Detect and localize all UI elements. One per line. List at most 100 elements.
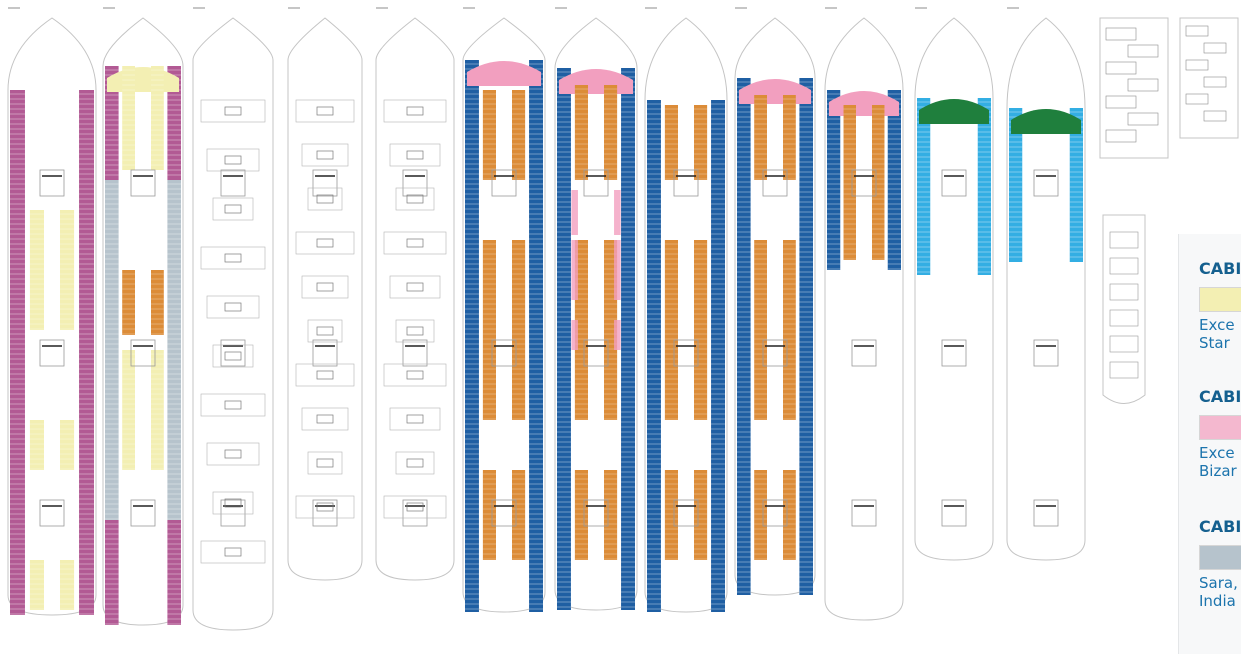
deck-5-venue-7 xyxy=(389,407,441,431)
deck-7-starboard-cabins-0 xyxy=(621,68,635,610)
deck-7 xyxy=(554,7,638,611)
deck-4-venue-0 xyxy=(295,99,355,123)
deck-3-venue-4 xyxy=(206,295,260,319)
deck-9-stair-core-2 xyxy=(762,499,788,527)
deck-12-stair-core-1 xyxy=(1033,339,1059,367)
deck-1-inner-cabins-1-1 xyxy=(60,420,75,470)
deck-5-venue-9 xyxy=(383,495,447,519)
deck-5-caption xyxy=(376,7,388,9)
deck-11-bow-suites xyxy=(919,99,989,124)
deck-7-stair-core-2 xyxy=(583,499,609,527)
deck-1-inner-cabins-1-0 xyxy=(29,420,44,470)
deck-7-inner-cabins-2-0 xyxy=(574,470,588,560)
deck-12-caption xyxy=(1007,7,1019,9)
deck-3-venue-6 xyxy=(200,393,266,417)
legend-section-1: CABI Exce Star xyxy=(1199,260,1241,352)
deck-4-caption xyxy=(288,7,300,9)
deck-4-venue-6 xyxy=(295,363,355,387)
deck-6-inner-cabins-0-1 xyxy=(512,90,526,180)
deck-1-stair-core-1 xyxy=(39,339,65,367)
legend-title-2: CABI xyxy=(1199,387,1241,406)
deck-8-inner-cabins-1-1 xyxy=(694,240,708,420)
deck-7-stair-core-1 xyxy=(583,339,609,367)
deck-4-venue-9 xyxy=(295,495,355,519)
deck-4-stair-core-0 xyxy=(312,169,338,197)
deck-5-venue-2 xyxy=(395,187,435,211)
deck-3-venue-8 xyxy=(212,491,254,515)
deck-6-inner-cabins-1-0 xyxy=(482,240,496,420)
legend-text-1b: Star xyxy=(1199,334,1230,352)
deck-12 xyxy=(1006,7,1086,561)
deck-4-venue-4 xyxy=(301,275,349,299)
deck-6-inner-cabins-2-1 xyxy=(512,470,526,560)
deck-4-venue-5 xyxy=(307,319,343,343)
deck-4-hull xyxy=(287,17,363,581)
deck-5-stair-core-2 xyxy=(402,499,428,527)
deck-2-caption xyxy=(103,7,115,9)
deck-1-stair-core-0 xyxy=(39,169,65,197)
deck-2-inner-cabins-2-0 xyxy=(122,350,135,470)
deck-9-caption xyxy=(735,7,747,9)
deck-4-venue-7 xyxy=(301,407,349,431)
deck-10 xyxy=(824,7,904,621)
deck-11 xyxy=(914,7,994,561)
deck-13-outline xyxy=(1099,17,1169,159)
deck-2-stair-core-2 xyxy=(130,499,156,527)
deck-8-stair-core-2 xyxy=(673,499,699,527)
deck-2 xyxy=(102,7,184,626)
deck-11-stair-core-1 xyxy=(941,339,967,367)
deck-11-port-cabins-0 xyxy=(917,98,931,275)
deck-3-stair-core-2 xyxy=(220,499,246,527)
deck-12-hull xyxy=(1006,17,1086,561)
deck-10-stair-core-2 xyxy=(851,499,877,527)
deck-5-venue-0 xyxy=(383,99,447,123)
deck-10-inner-cabins-0-1 xyxy=(872,105,885,260)
deck-5-hull xyxy=(375,17,455,581)
deck-3 xyxy=(192,7,274,631)
deck-2-starboard-cabins-1 xyxy=(167,180,181,520)
deck-plan-diagram xyxy=(7,7,1239,631)
deck-9-inner-cabins-2-0 xyxy=(754,470,767,560)
deck-7-accent-1 xyxy=(571,240,578,300)
deck-8-starboard-cabins-0 xyxy=(711,100,725,612)
deck-5-venue-1 xyxy=(389,143,441,167)
deck-6-bow-suites xyxy=(467,61,541,86)
deck-3-venue-3 xyxy=(200,246,266,270)
deck-9-stair-core-1 xyxy=(762,339,788,367)
legend-section-2: CABI Exce Bizar xyxy=(1199,388,1241,480)
deck-3-venue-2 xyxy=(212,197,254,221)
deck-7-accent-r-2 xyxy=(614,320,621,350)
deck-12-stair-core-0 xyxy=(1033,169,1059,197)
deck-4-venue-1 xyxy=(301,143,349,167)
deck-9-starboard-cabins-0 xyxy=(799,78,813,595)
deck-1 xyxy=(7,7,97,616)
legend-swatch-2 xyxy=(1199,415,1241,440)
deck-2-inner-cabins-0-1 xyxy=(151,66,164,170)
sun-deck-outline xyxy=(1102,214,1146,404)
deck-4-venue-8 xyxy=(307,451,343,475)
deck-12-stair-core-2 xyxy=(1033,499,1059,527)
deck-11-starboard-cabins-0 xyxy=(977,98,991,275)
deck-11-stair-core-0 xyxy=(941,169,967,197)
deck-9-inner-cabins-2-1 xyxy=(783,470,796,560)
deck-2-stair-core-0 xyxy=(130,169,156,197)
deck-8-inner-cabins-2-0 xyxy=(664,470,678,560)
deck-2-stair-core-1 xyxy=(130,339,156,367)
deck-8-caption xyxy=(645,7,657,9)
deck-13 xyxy=(1099,17,1169,159)
legend-text-2a: Exce xyxy=(1199,444,1235,462)
deck-5-venue-6 xyxy=(383,363,447,387)
deck-5-venue-5 xyxy=(395,319,435,343)
deck-4-stair-core-2 xyxy=(312,499,338,527)
deck-7-accent-r-1 xyxy=(614,240,621,300)
legend-section-3: CABI Sara, India xyxy=(1199,518,1241,610)
deck-9-inner-cabins-1-0 xyxy=(754,240,767,420)
deck-10-starboard-cabins-0 xyxy=(887,90,901,270)
deck-3-caption xyxy=(193,7,205,9)
deck-9-inner-cabins-0-1 xyxy=(783,95,796,180)
deck-5 xyxy=(375,7,455,581)
deck-9-stair-core-0 xyxy=(762,169,788,197)
deck-10-inner-cabins-0-0 xyxy=(843,105,856,260)
deck-5-venue-3 xyxy=(383,231,447,255)
deck-6-inner-cabins-1-1 xyxy=(512,240,526,420)
